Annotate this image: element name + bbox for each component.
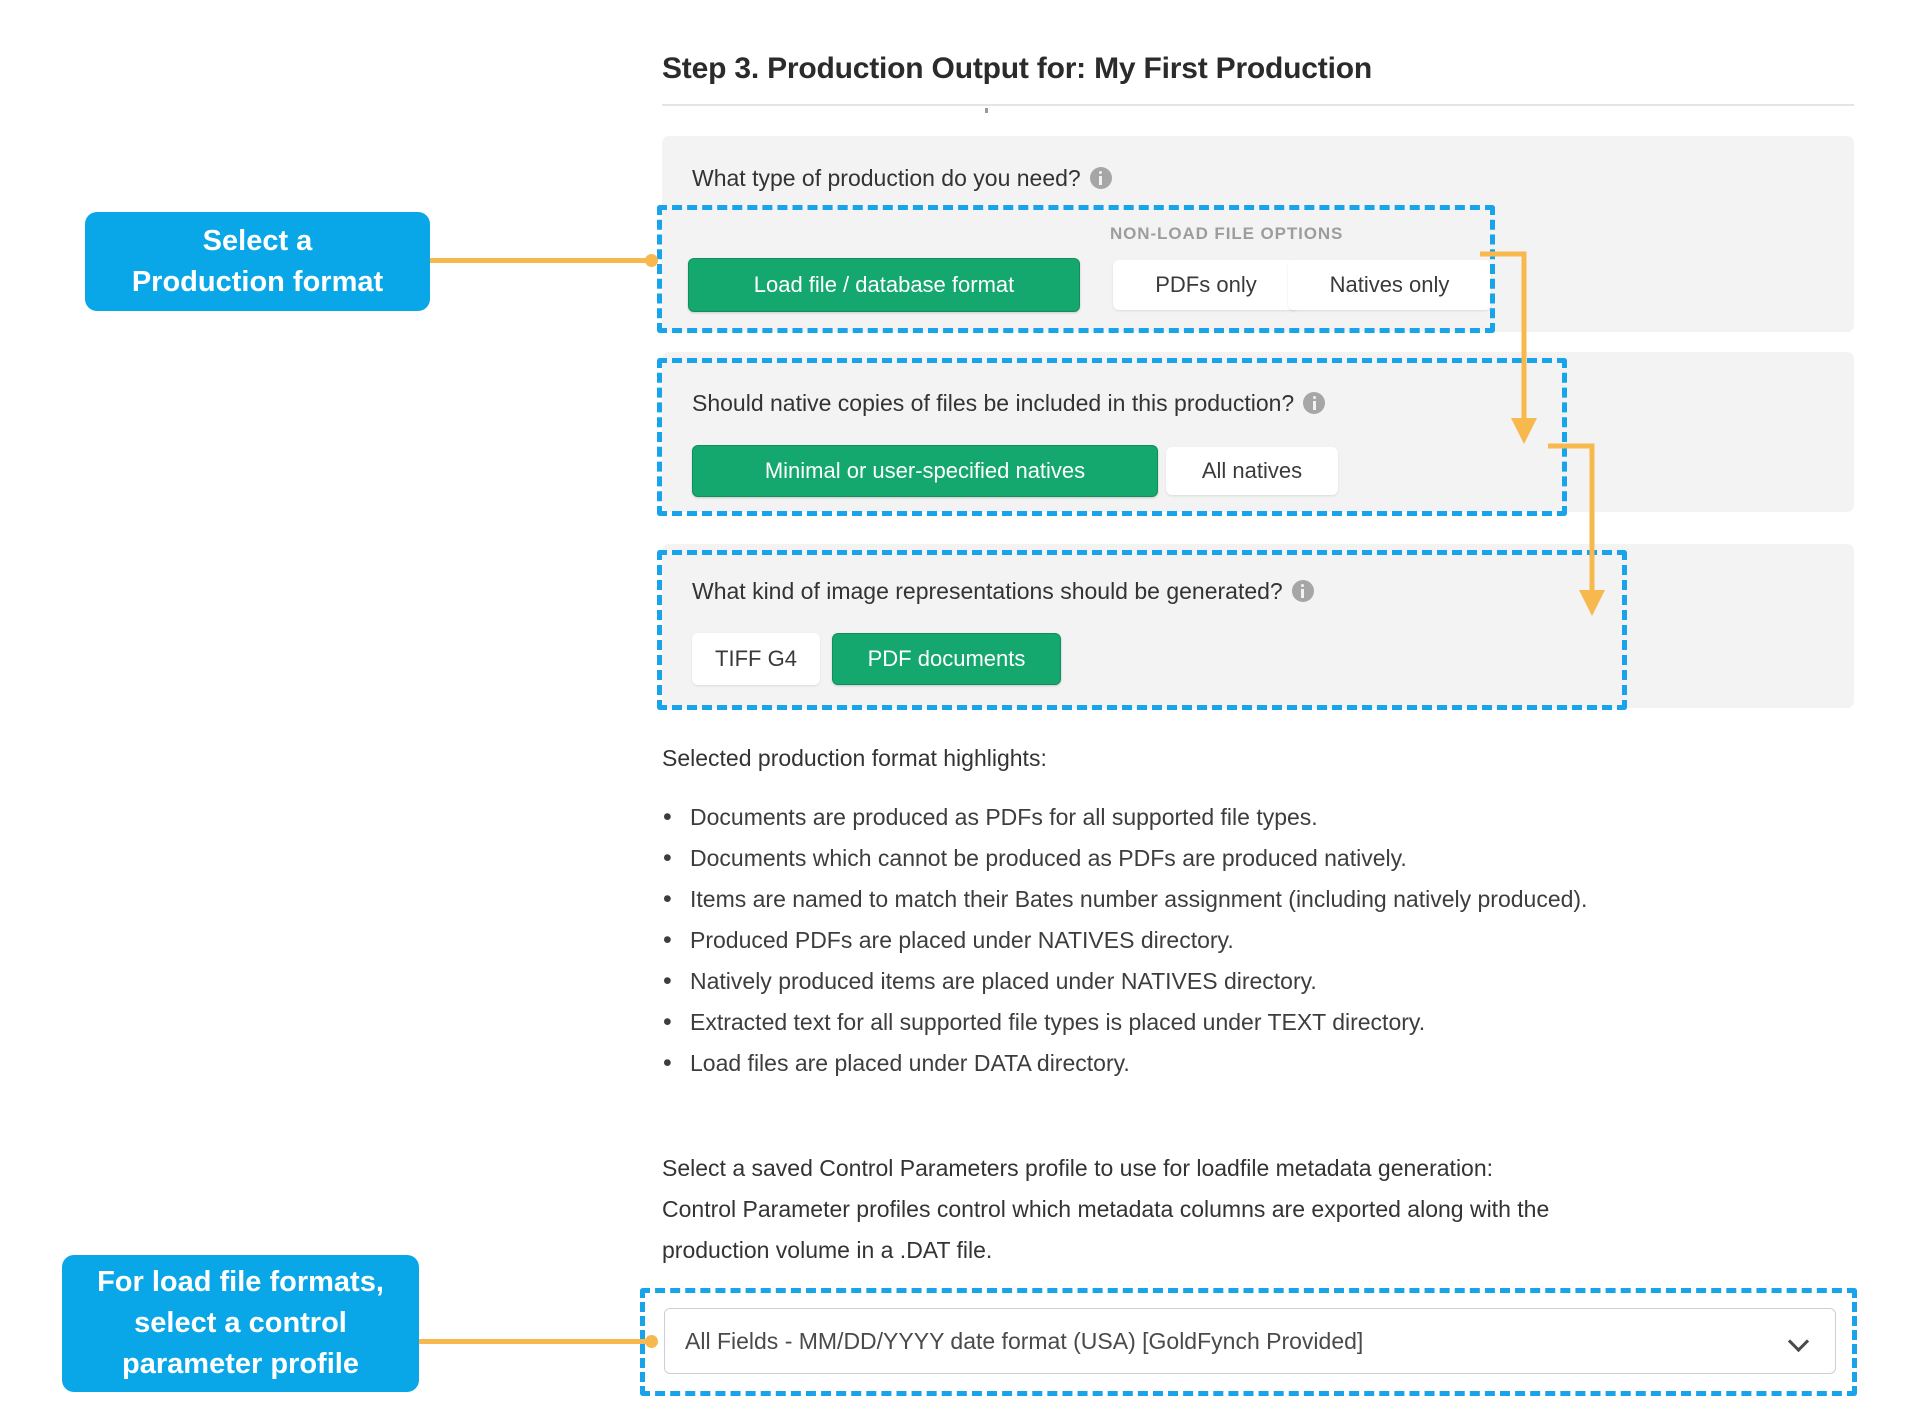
info-icon[interactable] [1089, 167, 1112, 189]
callout-line: parameter profile [122, 1348, 359, 1380]
callout-select-control-parameter-profile: For load file formats, select a control … [62, 1255, 419, 1392]
annotation-leader-dot-2 [645, 1335, 658, 1348]
option-minimal-or-user-specified-natives[interactable]: Minimal or user-specified natives [692, 445, 1158, 497]
chevron-down-icon [1789, 1330, 1811, 1352]
native-copies-question: Should native copies of files be include… [692, 390, 1326, 417]
control-parameters-line-3: production volume in a .DAT file. [662, 1237, 993, 1263]
non-load-file-options-label: NON-LOAD FILE OPTIONS [1110, 224, 1344, 243]
callout-line: Production format [131, 265, 384, 298]
highlights-heading: Selected production format highlights: [662, 745, 1047, 771]
native-copies-question-text: Should native copies of files be include… [692, 390, 1295, 416]
annotation-arrow-2 [1548, 443, 1605, 616]
highlights-list: Documents are produced as PDFs for all s… [648, 797, 1920, 1084]
callout-line: Select a [202, 224, 313, 257]
list-item: Documents which cannot be produced as PD… [663, 838, 1920, 879]
option-tiff-g4[interactable]: TIFF G4 [692, 633, 820, 685]
title-divider-marker [985, 108, 988, 113]
page-title: Step 3. Production Output for: My First … [662, 52, 1372, 85]
list-item: Items are named to match their Bates num… [663, 879, 1920, 920]
annotation-leader-line-2 [419, 1339, 652, 1344]
list-item: Extracted text for all supported file ty… [663, 1002, 1920, 1043]
image-representations-question: What kind of image representations shoul… [692, 578, 1314, 605]
callout-line: For load file formats, [97, 1266, 384, 1298]
option-all-natives[interactable]: All natives [1166, 447, 1338, 495]
annotation-arrow-1 [1480, 251, 1537, 444]
list-item: Load files are placed under DATA directo… [663, 1043, 1920, 1084]
image-representations-question-text: What kind of image representations shoul… [692, 578, 1283, 604]
option-natives-only[interactable]: Natives only [1288, 260, 1491, 310]
option-pdfs-only[interactable]: PDFs only [1113, 260, 1299, 310]
production-type-question-text: What type of production do you need? [692, 165, 1081, 191]
annotation-leader-line-1 [430, 258, 652, 263]
callout-line: select a control [134, 1307, 347, 1339]
production-type-question: What type of production do you need? [692, 165, 1112, 192]
control-parameters-line-1: Select a saved Control Parameters profil… [662, 1155, 1494, 1181]
option-load-file-database-format[interactable]: Load file / database format [688, 258, 1080, 312]
callout-select-production-format: Select a Production format [85, 212, 430, 311]
option-pdf-documents[interactable]: PDF documents [832, 633, 1061, 685]
control-parameters-profile-selected-value: All Fields - MM/DD/YYYY date format (USA… [685, 1327, 1364, 1354]
list-item: Documents are produced as PDFs for all s… [663, 797, 1920, 838]
control-parameters-description: Select a saved Control Parameters profil… [662, 1148, 1872, 1271]
annotation-leader-dot-1 [645, 254, 658, 267]
control-parameters-profile-select[interactable]: All Fields - MM/DD/YYYY date format (USA… [664, 1308, 1836, 1374]
title-divider [662, 104, 1854, 106]
info-icon[interactable] [1303, 392, 1326, 414]
list-item: Natively produced items are placed under… [663, 961, 1920, 1002]
control-parameters-line-2: Control Parameter profiles control which… [662, 1196, 1550, 1222]
list-item: Produced PDFs are placed under NATIVES d… [663, 920, 1920, 961]
info-icon[interactable] [1291, 580, 1314, 602]
